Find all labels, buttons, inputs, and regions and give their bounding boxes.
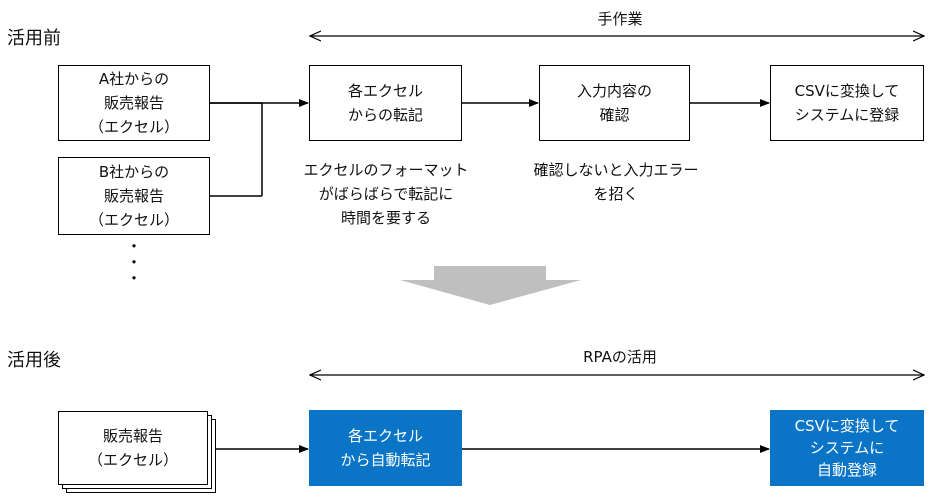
auto-step1-box: 各エクセル から自動転記 [309,410,462,486]
step1-box: 各エクセル からの転記 [309,65,462,141]
note-step1-line-1: エクセルのフォーマット [303,161,469,179]
after-range-label: RPAの活用 [583,348,657,366]
step1-line-2: からの転記 [347,106,423,124]
source-a-box: A社からの 販売報告 （エクセル） [58,65,210,141]
after-source-box: 販売報告 （エクセル） [58,411,208,485]
source-b-line-1: B社からの [98,163,170,181]
step3-box: CSVに変換して システムに登録 [770,65,924,141]
step2-line-1: 入力内容の [576,82,652,100]
auto-step2-line-2: システムに [809,439,885,457]
source-a-line-1: A社からの [98,70,170,88]
step1-line-1: 各エクセル [347,82,423,100]
after-source-line-2: （エクセル） [87,451,178,469]
note-step1-line-2: がばらばらで転記に [318,185,454,203]
before-section-label: 活用前 [7,28,61,49]
step2-line-2: 確認 [599,106,630,124]
auto-step2-line-3: 自動登録 [816,461,877,479]
after-source-line-1: 販売報告 [102,427,163,445]
step3-line-2: システムに登録 [794,106,900,124]
note-step2: 確認しないと入力エラー を招く [510,158,722,206]
source-b-box: B社からの 販売報告 （エクセル） [58,157,210,235]
transition-arrow [400,266,581,305]
note-step2-line-1: 確認しないと入力エラー [533,161,699,179]
source-a-line-2: 販売報告 [103,94,164,112]
auto-step2-box: CSVに変換して システムに 自動登録 [770,410,924,486]
continuation-dots: ・・・ [123,238,142,286]
auto-step1-line-1: 各エクセル [347,427,423,445]
source-a-line-3: （エクセル） [88,118,179,136]
before-range-label: 手作業 [597,10,643,28]
source-b-line-2: 販売報告 [103,187,164,205]
auto-step1-line-2: から自動転記 [340,451,431,469]
source-b-line-3: （エクセル） [88,211,179,229]
step2-box: 入力内容の 確認 [539,65,690,141]
note-step1: エクセルのフォーマット がばらばらで転記に 時間を要する [280,158,492,230]
auto-step2-line-1: CSVに変換して [794,417,900,435]
after-section-label: 活用後 [7,350,61,371]
note-step2-line-2: を招く [593,185,639,203]
step3-line-1: CSVに変換して [794,82,900,100]
note-step1-line-3: 時間を要する [340,209,431,227]
